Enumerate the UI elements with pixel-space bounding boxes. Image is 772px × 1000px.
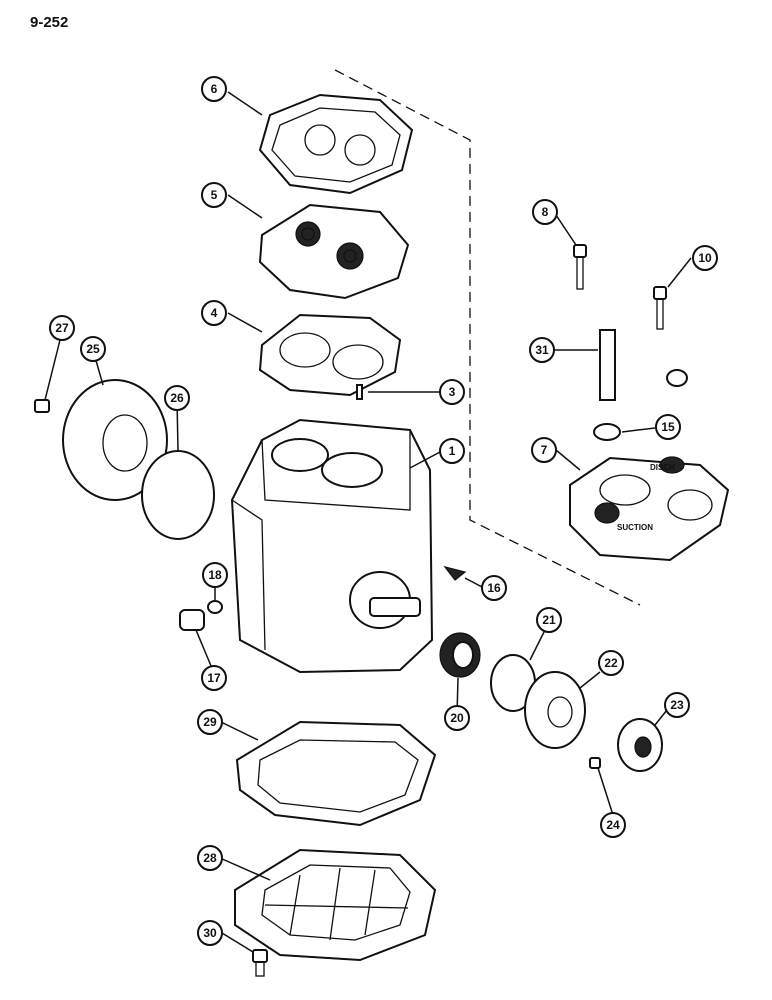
part-18-plug-o-ring [207, 600, 223, 614]
callout-22: 22 [598, 650, 624, 676]
svg-text:20: 20 [450, 711, 464, 725]
part-24-screw [589, 757, 601, 769]
callout-26: 26 [164, 385, 190, 411]
svg-text:7: 7 [541, 443, 548, 457]
callout-21: 21 [536, 607, 562, 633]
callout-28: 28 [197, 845, 223, 871]
part-6-valve-plate-gasket [258, 93, 414, 195]
callout-29: 29 [197, 709, 223, 735]
part-8-bolt [573, 244, 587, 290]
svg-text:16: 16 [487, 581, 501, 595]
callout-4: 4 [201, 300, 227, 326]
callout-8: 8 [532, 199, 558, 225]
part-26-seal-ring [141, 450, 215, 540]
callout-1: 1 [439, 438, 465, 464]
part-20-shaft-seal [439, 632, 481, 678]
part-4-head-gasket [258, 313, 402, 397]
svg-text:15: 15 [661, 420, 675, 434]
callout-10: 10 [692, 245, 718, 271]
svg-text:17: 17 [207, 671, 221, 685]
callout-3: 3 [439, 379, 465, 405]
part-30-bolt [252, 949, 268, 977]
callout-23: 23 [664, 692, 690, 718]
callout-6: 6 [201, 76, 227, 102]
discharge-port-label: DISCH [650, 463, 675, 472]
part-17-drain-plug [179, 609, 205, 631]
svg-text:29: 29 [203, 715, 217, 729]
callout-24: 24 [600, 812, 626, 838]
svg-text:8: 8 [542, 205, 549, 219]
svg-text:10: 10 [698, 251, 712, 265]
callout-30: 30 [197, 920, 223, 946]
suction-port-label: SUCTION [617, 523, 653, 532]
svg-text:23: 23 [670, 698, 684, 712]
part-16-key [443, 565, 467, 581]
callout-5: 5 [201, 182, 227, 208]
callout-20: 20 [444, 705, 470, 731]
svg-text:4: 4 [211, 306, 218, 320]
svg-text:1: 1 [449, 444, 456, 458]
part-15-o-ring-upper [666, 369, 688, 387]
callout-31: 31 [529, 337, 555, 363]
part-5-valve-plate [258, 203, 410, 300]
svg-text:27: 27 [55, 321, 69, 335]
svg-text:26: 26 [170, 391, 184, 405]
part-25-seal-housing [62, 379, 168, 501]
callout-7: 7 [531, 437, 557, 463]
svg-text:30: 30 [203, 926, 217, 940]
svg-text:25: 25 [86, 342, 100, 356]
svg-text:18: 18 [208, 568, 222, 582]
part-7-cylinder-head: SUCTION DISCH [569, 456, 730, 562]
part-29-base-gasket [235, 720, 437, 827]
part-10-bolt [653, 286, 667, 330]
part-27-screw [34, 399, 50, 413]
svg-text:24: 24 [606, 818, 620, 832]
svg-text:28: 28 [203, 851, 217, 865]
callout-17: 17 [201, 665, 227, 691]
svg-text:3: 3 [449, 385, 456, 399]
part-22-seal-cover [524, 671, 586, 749]
callout-27: 27 [49, 315, 75, 341]
svg-text:5: 5 [211, 188, 218, 202]
svg-text:31: 31 [535, 343, 549, 357]
part-1-compressor-body [230, 418, 434, 674]
part-15-o-ring-lower [593, 423, 621, 441]
callout-16: 16 [481, 575, 507, 601]
part-28-bottom-plate [234, 848, 437, 962]
assembly-boundary [334, 69, 641, 606]
part-23-dust-cover [617, 718, 663, 772]
page-number: 9-252 [30, 14, 69, 31]
callout-18: 18 [202, 562, 228, 588]
part-3-dowel-pin [356, 384, 363, 400]
svg-text:6: 6 [211, 82, 218, 96]
callout-15: 15 [655, 414, 681, 440]
svg-text:21: 21 [542, 613, 556, 627]
part-31-tube [599, 329, 616, 401]
callout-25: 25 [80, 336, 106, 362]
svg-text:22: 22 [604, 656, 618, 670]
